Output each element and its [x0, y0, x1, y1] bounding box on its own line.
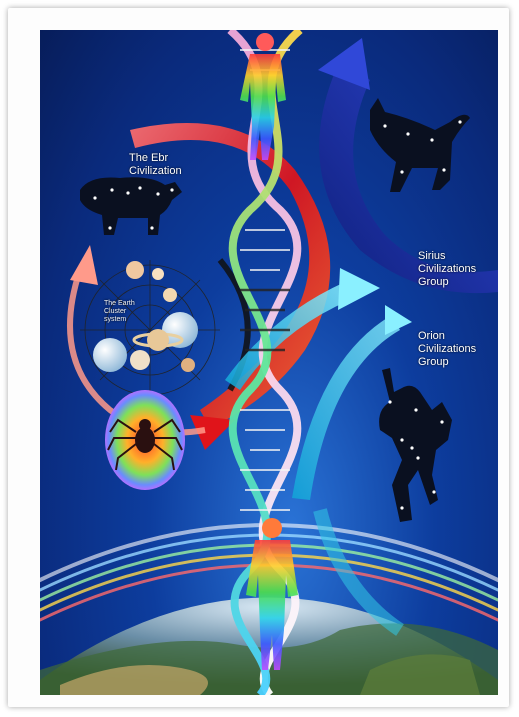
spider-icon	[105, 390, 185, 490]
orion-group-label: Orion Civilizations Group	[418, 330, 476, 369]
cat-constellation-icon	[370, 98, 470, 192]
sirius-group-label: Sirius Civilizations Group	[418, 250, 476, 289]
spider-web	[80, 260, 220, 400]
earth-cluster-label: The Earth Cluster system	[104, 300, 135, 324]
ebr-civilization-label: The Ebr Civilization	[129, 152, 182, 178]
hunter-constellation-icon	[379, 368, 452, 522]
bear-constellation-icon	[80, 177, 182, 235]
poster-artwork: The Ebr Civilization The Earth Cluster s…	[40, 30, 498, 695]
